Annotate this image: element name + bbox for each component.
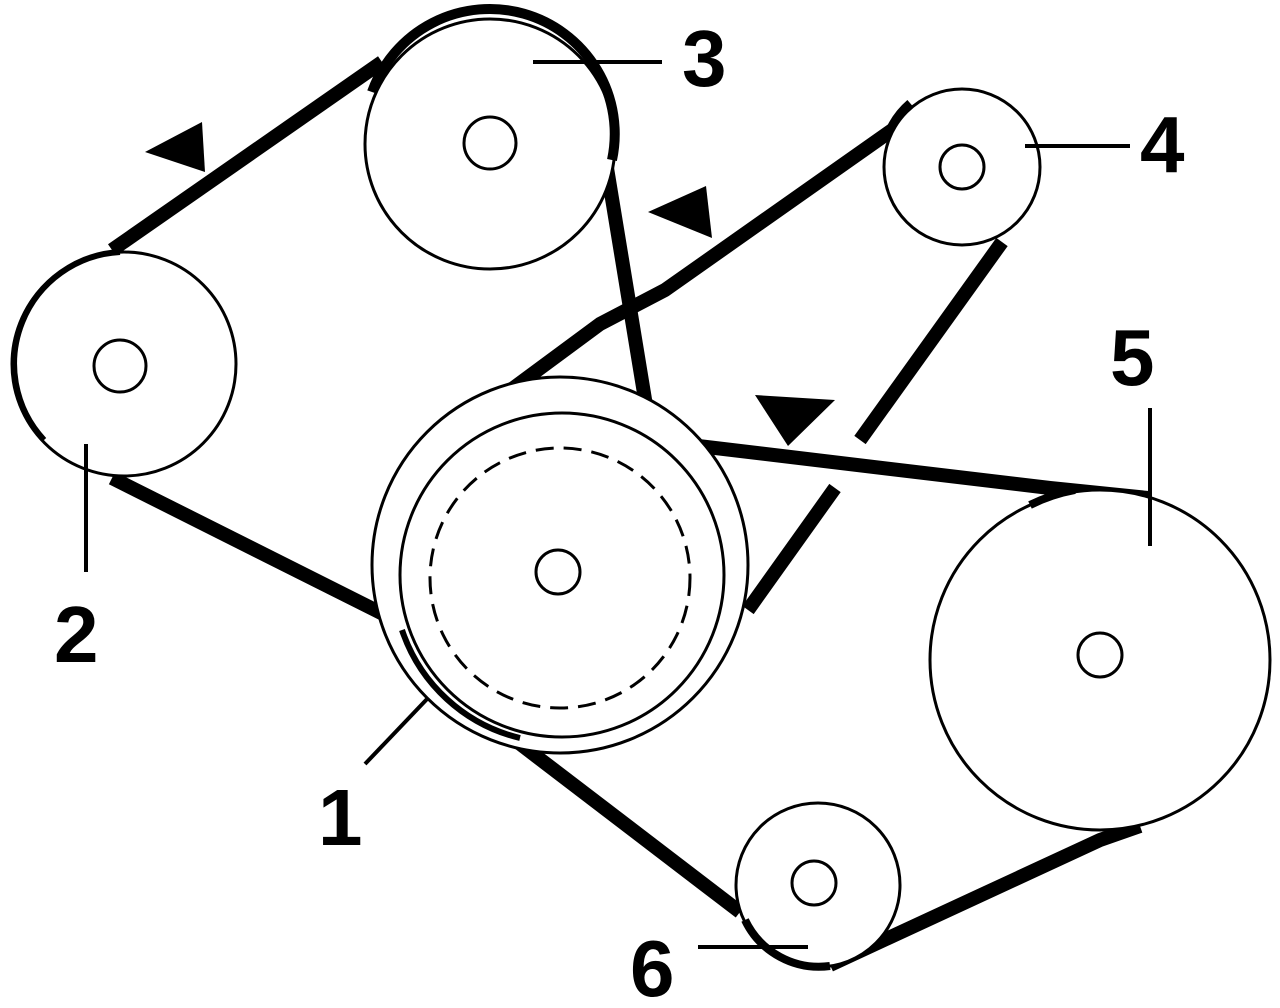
label-pulley-4: 4 — [1140, 100, 1185, 189]
belt-wrap-pulley-1 — [399, 629, 521, 741]
pulley-3-hub — [462, 115, 518, 171]
pulley-5-hub — [1076, 631, 1124, 679]
label-pulley-2: 2 — [54, 590, 99, 679]
label-pulley-3: 3 — [682, 14, 727, 103]
label-pulley-6: 6 — [630, 924, 675, 1008]
direction-arrow-right — [755, 395, 835, 446]
belt-segment-6-to-5 — [827, 819, 1143, 972]
belt-wrap-pulley-3 — [367, 4, 620, 162]
belt-segment-crank-to-6 — [510, 734, 745, 918]
belt-segment-2-to-3 — [108, 56, 386, 256]
pulley-2-hub — [92, 338, 148, 394]
pulley-1-hub — [534, 548, 582, 596]
pulley-6-hub — [790, 859, 838, 907]
belt-segment-4-to-crank-b — [742, 483, 841, 615]
belt-wrap-pulley-6 — [741, 918, 831, 971]
belt-segment-crank-to-4 — [503, 122, 900, 398]
belt-wrap-pulley-5 — [1028, 486, 1076, 509]
direction-arrow-middle — [648, 186, 712, 238]
belt-wrap-pulley-2 — [11, 249, 121, 443]
direction-arrow-upper-left — [145, 122, 205, 172]
belt-segment-4-to-crank-a — [854, 237, 1008, 445]
leader-line-1 — [363, 696, 430, 766]
pulley-4-hub — [938, 143, 986, 191]
belt-wrap-pulley-4 — [882, 99, 913, 142]
label-pulley-5: 5 — [1110, 313, 1155, 402]
label-pulley-1: 1 — [318, 773, 363, 862]
belt-segment-2-to-crank — [108, 471, 409, 632]
pulley-1-dashed-ring — [428, 446, 692, 710]
